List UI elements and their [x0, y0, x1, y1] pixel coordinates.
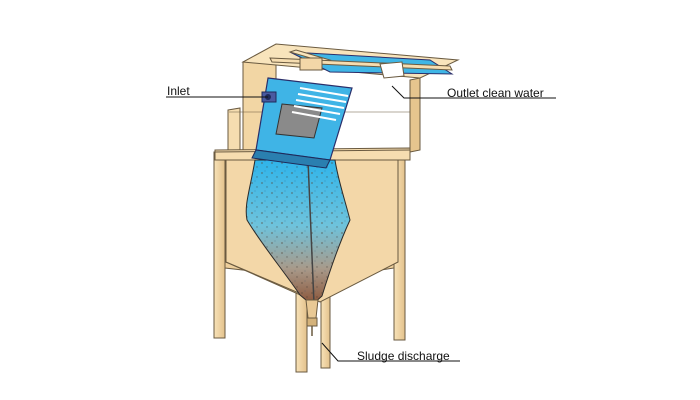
leg-left [213, 151, 226, 339]
leg-front-right [320, 289, 331, 369]
leg-front-left [295, 289, 308, 373]
top-frame [269, 49, 454, 79]
callout-leaders [166, 85, 556, 362]
sludge-leader [321, 342, 460, 362]
sludge-discharge-label: Sludge discharge [357, 349, 450, 363]
sludge-valve [305, 299, 319, 336]
center-shaft [307, 159, 315, 305]
plate-slats [291, 87, 349, 121]
tank-right-face [409, 77, 421, 153]
drive-unit [299, 57, 323, 71]
tank-upper-front-face [227, 107, 241, 153]
inlet-label: Inlet [167, 84, 190, 98]
plate-pack-side [251, 149, 331, 169]
outlet-leader [391, 85, 556, 99]
cutaway-water [245, 159, 351, 306]
lamella-plate-pack [251, 77, 353, 169]
outlet-nozzle [379, 61, 405, 79]
plate-pack-window [275, 103, 323, 139]
outlet-label: Outlet clean water [447, 86, 544, 100]
